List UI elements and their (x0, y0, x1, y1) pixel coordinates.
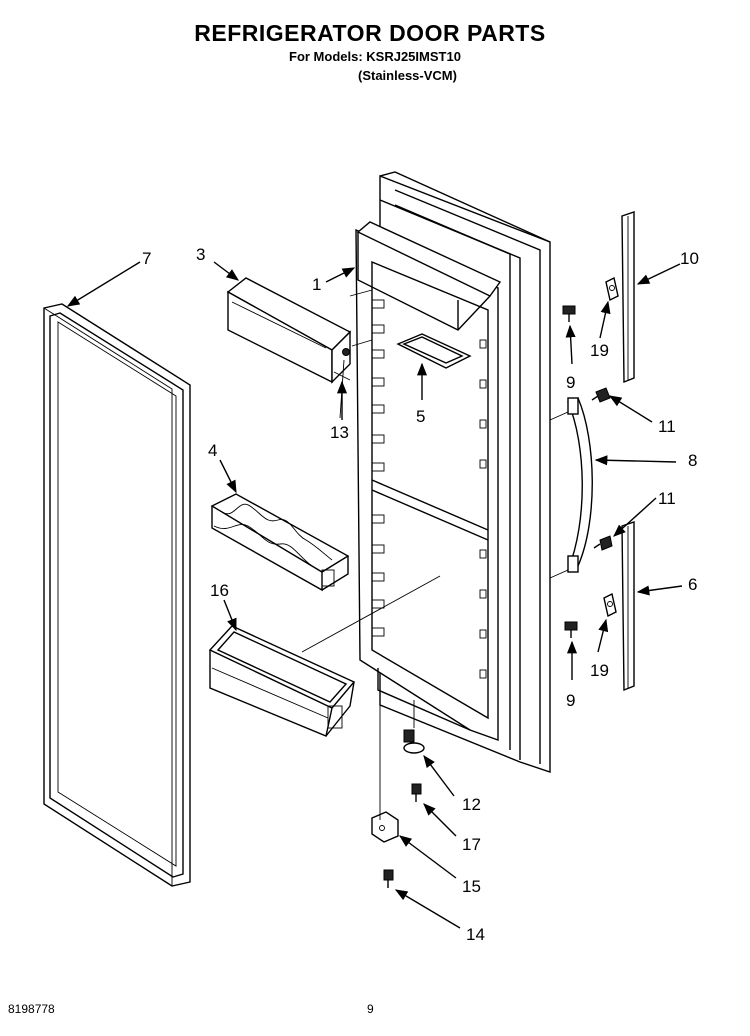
screw-lower-part (564, 621, 578, 638)
callout-10: 10 (680, 249, 699, 268)
bottle-rack-part (210, 493, 350, 592)
page-title: REFRIGERATOR DOOR PARTS (194, 20, 546, 46)
hinge-pin-part (403, 729, 425, 754)
hinge-screw-part (411, 783, 422, 802)
callout-7: 7 (142, 249, 151, 268)
callout-3: 3 (196, 245, 205, 264)
callout-13: 13 (330, 423, 349, 442)
callout-19-lower: 19 (590, 661, 609, 680)
callout-4: 4 (208, 441, 217, 460)
document-number: 8198778 (8, 1002, 55, 1016)
assembly-lines (301, 289, 569, 820)
callout-11-upper: 11 (658, 417, 676, 436)
bottom-trim-strip-part (621, 521, 635, 692)
page-number: 9 (367, 1002, 374, 1016)
screw-upper-part (562, 305, 576, 322)
models-line: For Models: KSRJ25IMST10 (289, 49, 461, 64)
bottom-hinge-screw-part (383, 869, 394, 888)
door-gasket-part (43, 303, 191, 887)
callout-11-lower: 11 (658, 489, 676, 508)
callout-16: 16 (210, 581, 229, 600)
door-handle-part (566, 397, 593, 573)
door-shell-part (355, 171, 551, 773)
top-trim-strip-part (621, 211, 635, 384)
variant-line: (Stainless-VCM) (358, 68, 457, 83)
dairy-door-part (226, 277, 352, 384)
bottom-hinge-part (371, 811, 399, 843)
callout-6: 6 (688, 575, 697, 594)
callout-9-upper: 9 (566, 373, 575, 392)
callout-arrows (66, 261, 683, 929)
callout-8: 8 (688, 451, 697, 470)
callout-12: 12 (462, 795, 481, 814)
handle-screw-upper-part (591, 387, 611, 403)
trim-clip-lower-part (603, 592, 617, 618)
callout-1: 1 (312, 275, 321, 294)
handle-screw-lower-part (593, 535, 613, 551)
callout-15: 15 (462, 877, 481, 896)
callout-5: 5 (416, 407, 425, 426)
callout-19-upper: 19 (590, 341, 609, 360)
trim-clip-upper-part (605, 276, 619, 302)
callout-14: 14 (466, 925, 485, 944)
door-bin-part (208, 625, 356, 737)
callout-9-lower: 9 (566, 691, 575, 710)
callout-17: 17 (462, 835, 481, 854)
butter-tray-part (396, 333, 472, 369)
